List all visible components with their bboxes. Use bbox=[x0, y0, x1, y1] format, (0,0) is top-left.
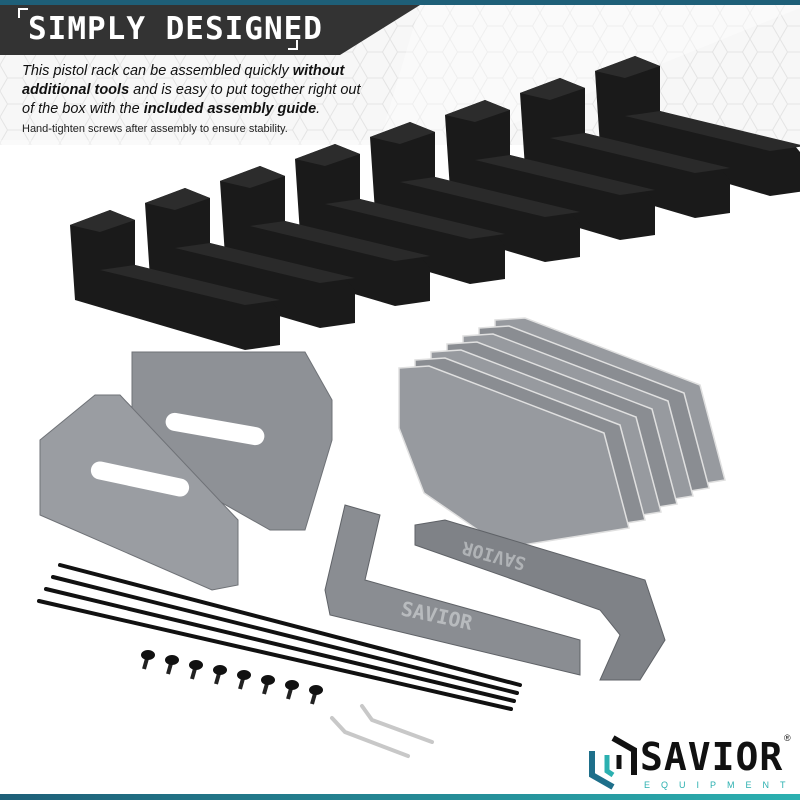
screw bbox=[237, 670, 251, 690]
foam-blocks bbox=[70, 56, 800, 350]
savior-logo: SAVIOR ® EQUIPMENT bbox=[588, 733, 798, 795]
title-bracket-br bbox=[288, 40, 298, 50]
large-plate-back bbox=[131, 351, 333, 531]
assembly-note: Hand-tighten screws after assembly to en… bbox=[22, 123, 288, 135]
header-background bbox=[0, 0, 800, 145]
screw bbox=[285, 680, 299, 700]
screw bbox=[165, 655, 179, 675]
foam-block bbox=[595, 56, 800, 196]
threaded-rod bbox=[44, 587, 516, 703]
bottom-accent-bar bbox=[0, 794, 800, 800]
threaded-rods bbox=[37, 563, 522, 711]
foam-block bbox=[370, 122, 580, 262]
hexagon-logo-icon bbox=[589, 735, 637, 790]
foam-block bbox=[520, 78, 730, 218]
screw bbox=[213, 665, 227, 685]
foam-block bbox=[70, 210, 280, 350]
hex-keys bbox=[330, 704, 434, 758]
description: This pistol rack can be assembled quickl… bbox=[22, 62, 372, 119]
description-part: . bbox=[316, 101, 321, 117]
description-part: without additional tools bbox=[22, 63, 345, 98]
screw bbox=[309, 685, 323, 705]
brand-sub: EQUIPMENT bbox=[644, 780, 797, 790]
brand-name: SAVIOR bbox=[640, 735, 784, 779]
page-title: SIMPLY DESIGNED bbox=[28, 11, 323, 47]
threaded-rod bbox=[58, 563, 522, 687]
screws bbox=[141, 650, 323, 705]
screw bbox=[141, 650, 155, 670]
description-part: and is easy to put together right out of… bbox=[22, 82, 361, 117]
foam-block bbox=[145, 188, 355, 328]
threaded-rod bbox=[37, 599, 513, 711]
foam-block bbox=[295, 144, 505, 284]
screw bbox=[261, 675, 275, 695]
screw bbox=[189, 660, 203, 680]
top-accent-bar bbox=[0, 0, 800, 5]
foam-block bbox=[445, 100, 655, 240]
stacked-plate bbox=[398, 365, 630, 549]
foam-block bbox=[220, 166, 430, 306]
title-bracket-tl bbox=[18, 8, 28, 18]
large-plate-front bbox=[39, 394, 239, 591]
registered-mark: ® bbox=[784, 733, 791, 743]
description-part: This pistol rack can be assembled quickl… bbox=[22, 63, 293, 79]
stacked-plates bbox=[398, 317, 726, 549]
description-part: included assembly guide bbox=[143, 101, 317, 117]
threaded-rod bbox=[51, 575, 519, 695]
